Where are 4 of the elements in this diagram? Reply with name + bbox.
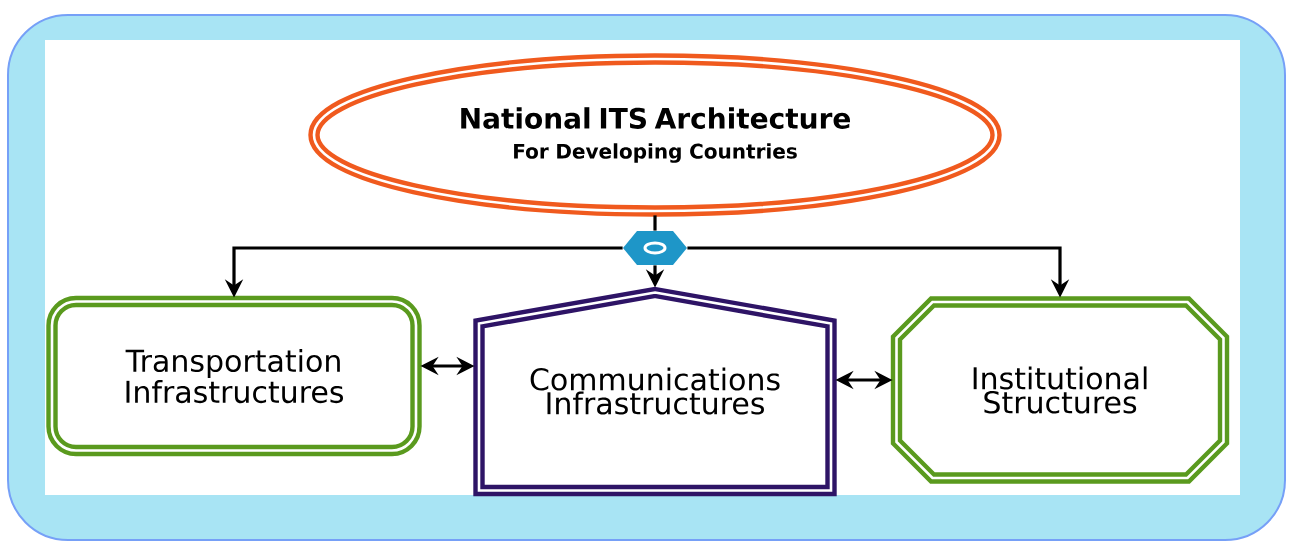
octagon-box: Institutional Structures: [890, 296, 1230, 484]
process-box: Transportation Infrastructures: [46, 295, 422, 457]
pentagon-box: Communications Infrastructures: [473, 286, 837, 497]
junction-shape: [623, 231, 687, 265]
